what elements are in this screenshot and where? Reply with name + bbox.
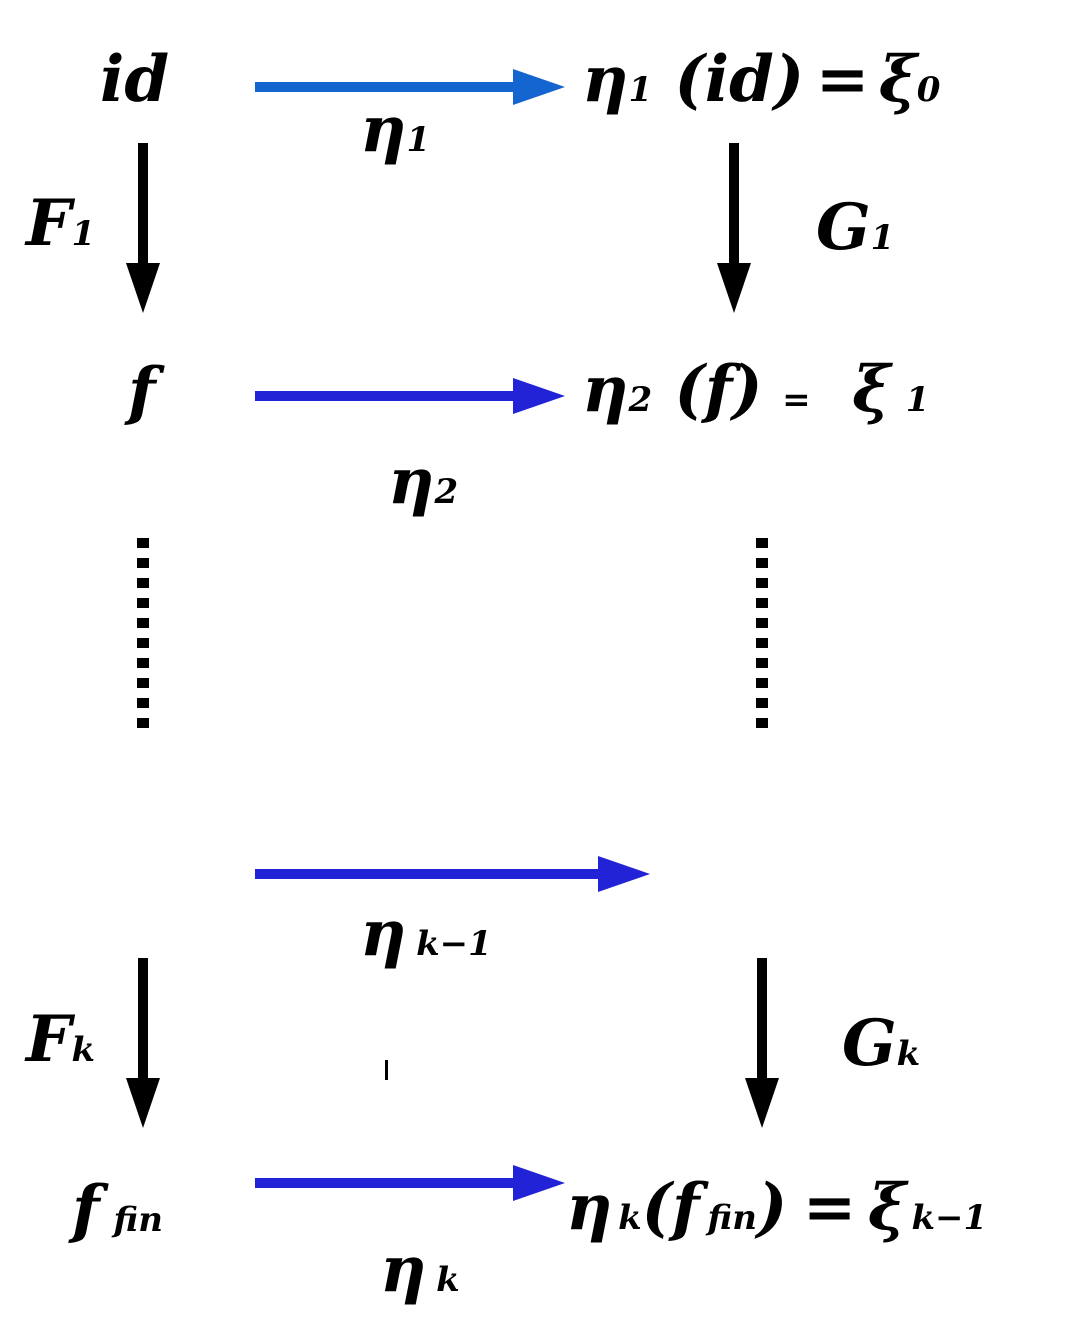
node-f-fin-base: f <box>72 1172 100 1247</box>
label-G1: G1 <box>816 196 894 260</box>
arrow-G1 <box>717 143 751 313</box>
label-eta1-sub: 1 <box>406 120 431 160</box>
stray-tick <box>385 1060 388 1080</box>
label-eta1-name: η <box>360 92 407 167</box>
label-eta2-sub: 2 <box>434 472 459 512</box>
arrow-F1 <box>126 143 160 313</box>
node-eta1-xi: ξ <box>878 42 917 117</box>
node-etak-xisub: k−1 <box>911 1198 988 1238</box>
node-etak-eq: = <box>802 1170 857 1245</box>
node-eta1-id: η1 (id) = ξ0 <box>582 48 940 112</box>
node-eta2-eta: η <box>582 352 629 427</box>
node-f: f <box>128 354 156 429</box>
label-eta1: η1 <box>360 98 430 162</box>
node-eta2-sub: 2 <box>628 380 653 420</box>
label-eta-k-minus-1: η k−1 <box>360 902 492 966</box>
node-eta2-eq: = <box>782 380 811 420</box>
label-eta-k-minus-1-sub: k−1 <box>416 924 492 964</box>
label-eta-k: η k <box>380 1238 460 1302</box>
label-F1-sub: 1 <box>71 214 96 254</box>
label-Fk: Fk <box>26 1008 95 1072</box>
node-id: id <box>100 42 170 117</box>
label-eta-k-minus-1-name: η <box>360 896 407 971</box>
node-etak-arg-close: ) <box>756 1170 788 1245</box>
node-eta1-arg: (id) <box>652 42 805 117</box>
label-Gk-sub: k <box>896 1034 921 1074</box>
label-eta2-name: η <box>388 444 435 519</box>
node-eta2-arg: (f) <box>652 352 763 427</box>
label-Fk-sub: k <box>71 1030 95 1070</box>
dots-right <box>756 538 768 728</box>
node-etak-arg-sub: fin <box>707 1198 757 1238</box>
node-f-fin-sub: fin <box>113 1200 163 1240</box>
arrow-Gk <box>745 958 779 1128</box>
label-Gk: Gk <box>842 1012 920 1076</box>
label-eta2: η2 <box>388 450 458 514</box>
node-etak-sub: k <box>618 1198 642 1238</box>
arrow-eta2 <box>255 378 565 414</box>
label-eta-k-sub: k <box>436 1260 460 1300</box>
label-F1-name: F <box>26 186 72 261</box>
arrow-eta-k-minus-1 <box>255 856 650 892</box>
node-etak-arg-open: (f <box>641 1170 700 1245</box>
node-etak-xi: ξ <box>868 1170 906 1245</box>
label-G1-name: G <box>816 190 871 265</box>
label-Fk-name: F <box>26 1002 72 1077</box>
arrow-Fk <box>126 958 160 1128</box>
node-etak-eta: η <box>566 1170 613 1245</box>
label-Gk-name: G <box>842 1006 897 1081</box>
label-F1: F1 <box>26 192 95 256</box>
node-eta1-sub: 1 <box>628 70 653 110</box>
node-eta2-f: η2 (f) = ξ 1 <box>582 358 929 422</box>
label-eta-k-name: η <box>380 1232 427 1307</box>
node-eta1-xisub: 0 <box>916 70 941 110</box>
label-G1-sub: 1 <box>870 218 895 258</box>
node-eta2-xisub: 1 <box>905 380 930 420</box>
arrow-eta-k <box>255 1165 565 1201</box>
node-eta1-eta: η <box>582 42 629 117</box>
arrow-eta1 <box>255 69 565 105</box>
node-eta2-xi: ξ <box>852 352 891 427</box>
dots-left <box>137 538 149 728</box>
node-eta1-eq: = <box>815 42 870 117</box>
